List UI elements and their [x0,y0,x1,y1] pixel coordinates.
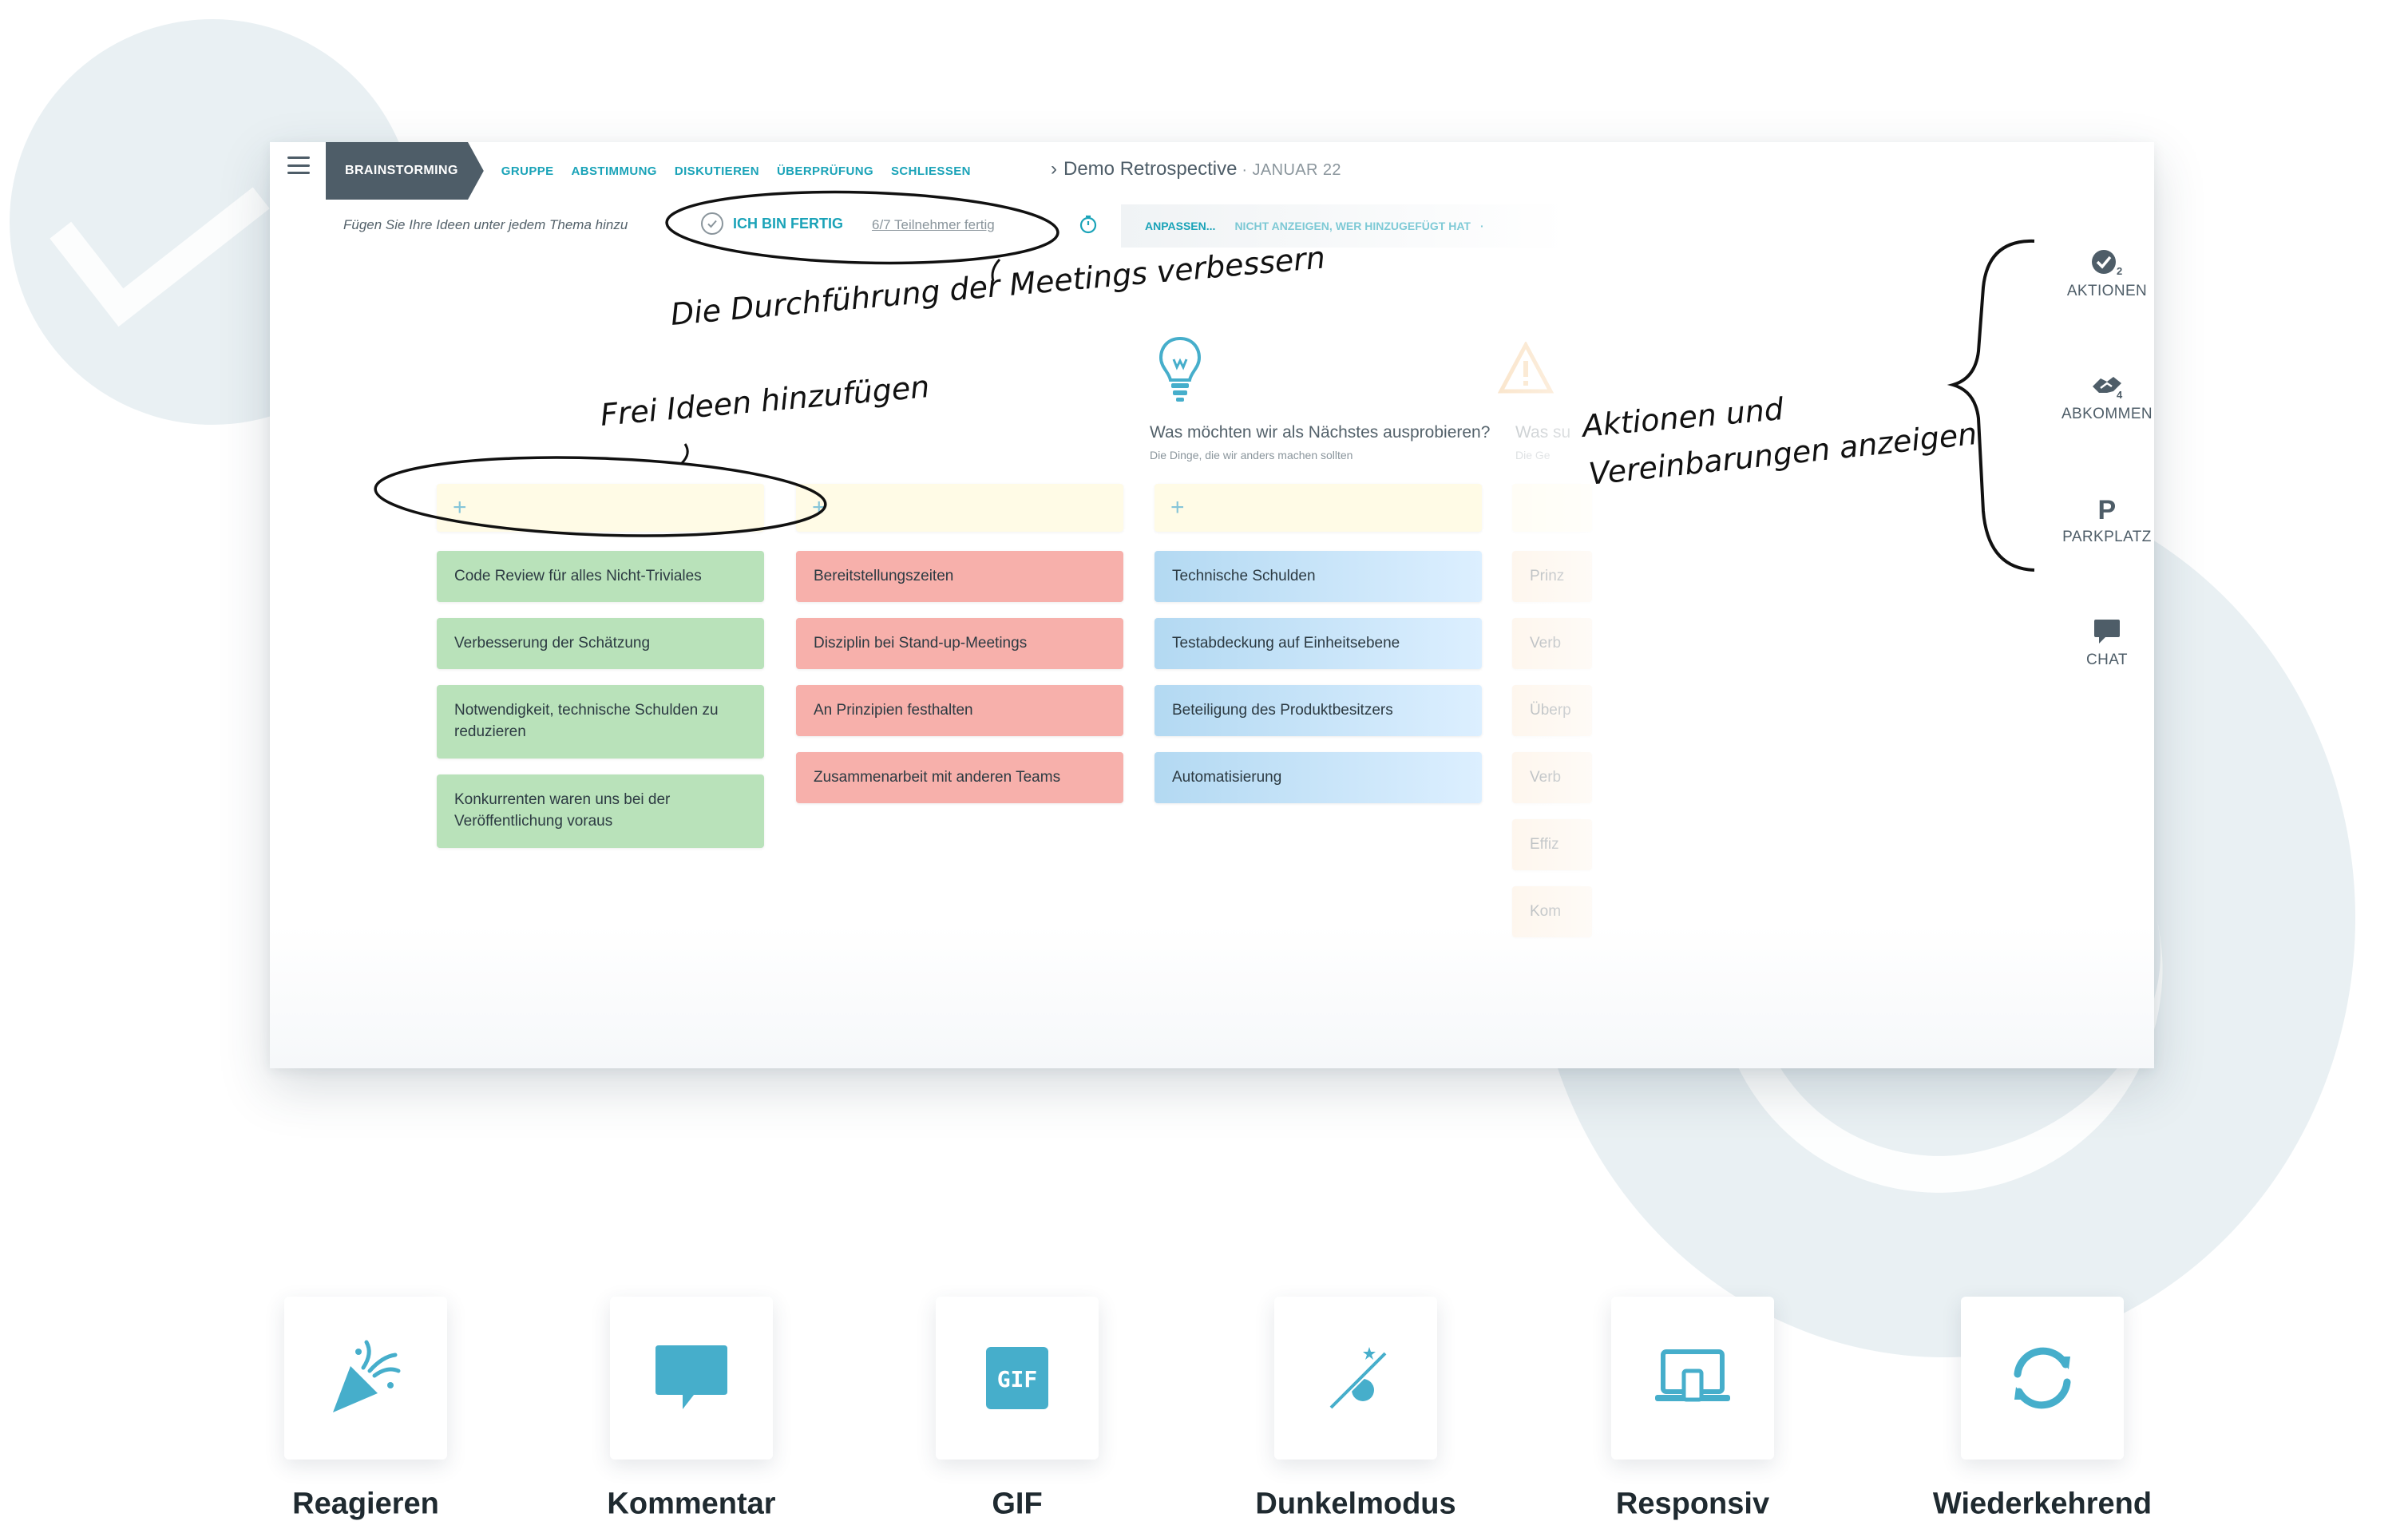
column-subtitle: Die Ge [1515,449,1551,461]
idea-card[interactable]: Testabdeckung auf Einheitsebene [1154,618,1482,669]
rail-actions[interactable]: 2 AKTIONEN [2060,249,2154,300]
feature-react-tile [284,1297,447,1460]
rail-agreements[interactable]: 4 ABKOMMEN [2060,372,2154,423]
add-idea-input[interactable]: + [796,484,1123,532]
idea-card[interactable]: Automatisierung [1154,752,1482,803]
idea-card[interactable]: Notwendigkeit, technische Schulden zu re… [437,685,764,759]
meeting-date-separator: · [1242,161,1248,179]
agreements-badge: 4 [2117,389,2123,399]
meeting-date: JANUAR 22 [1252,161,1341,179]
actions-badge: 2 [2117,265,2123,276]
idea-card[interactable]: An Prinzipien festhalten [796,685,1123,736]
feature-label: GIF [992,1487,1043,1521]
idea-card[interactable]: Code Review für alles Nicht-Triviales [437,551,764,602]
feature-label: Dunkelmodus [1255,1487,1456,1521]
timer-icon[interactable] [1078,214,1099,235]
recurring-icon [2014,1347,2071,1409]
meeting-title[interactable]: › Demo Retrospective · JANUAR 22 [1051,158,1341,180]
svg-text:GIF: GIF [997,1366,1038,1392]
handshake-icon: 4 [2093,377,2123,399]
idea-card[interactable]: Kom [1512,886,1592,937]
add-idea-input[interactable]: + [1154,484,1482,532]
gif-icon: GIF [986,1347,1048,1409]
party-popper-icon [333,1340,401,1412]
idea-card[interactable]: Zusammenarbeit mit anderen Teams [796,752,1123,803]
idea-card[interactable]: Verbesserung der Schätzung [437,618,764,669]
participants-status[interactable]: 6/7 Teilnehmer fertig [872,217,995,232]
instruction-text: Fügen Sie Ihre Ideen unter jedem Thema h… [343,217,628,232]
check-circle-icon [701,212,723,235]
meeting-settings-bar: ANPASSEN... NICHT ANZEIGEN, WER HINZUGEF… [1121,204,1568,248]
feature-recurring-tile [1961,1297,2124,1460]
feature-darkmode-tile [1274,1297,1437,1460]
rail-label: PARKPLATZ [2062,529,2152,545]
tab-gruppe[interactable]: GRUPPE [501,164,554,178]
idea-card[interactable]: Verb [1512,752,1592,803]
chevron-right-icon: › [1051,158,1057,180]
rail-parking-lot[interactable]: P PARKPLATZ [2060,495,2154,546]
feature-label: Wiederkehrend [1932,1487,2153,1521]
warning-icon [1498,342,1554,394]
idea-card[interactable]: Disziplin bei Stand-up-Meetings [796,618,1123,669]
responsive-icon [1655,1349,1730,1402]
hide-author-toggle[interactable]: NICHT ANZEIGEN, WER HINZUGEFÜGT HAT [1234,220,1471,232]
feature-label: Responsiv [1615,1487,1770,1521]
tab-schliessen[interactable]: SCHLIESSEN [891,164,971,178]
rail-chat[interactable]: CHAT [2060,618,2154,669]
settings-separator: · [1479,220,1484,232]
done-button[interactable]: ICH BIN FERTIG [701,212,843,235]
idea-card[interactable]: Effiz [1512,819,1592,870]
comment-icon [655,1345,727,1409]
plus-icon: + [812,494,826,521]
svg-text:P: P [2097,495,2116,522]
menu-icon[interactable] [287,156,310,174]
tab-ueberpruefung[interactable]: ÜBERPRÜFUNG [776,164,874,178]
bottom-fade-overlay [270,925,2154,1068]
feature-responsive-tile [1611,1297,1774,1460]
idea-card[interactable]: Technische Schulden [1154,551,1482,602]
plus-icon: + [1170,494,1185,521]
idea-card[interactable]: Verb [1512,618,1592,669]
lightbulb-icon [1158,336,1202,402]
feature-comment-tile [610,1297,773,1460]
idea-card[interactable]: Bereitstellungszeiten [796,551,1123,602]
phase-navigation: BRAINSTORMING GRUPPE ABSTIMMUNG DISKUTIE… [326,142,971,200]
idea-card[interactable]: Überp [1512,685,1592,736]
column-subtitle: Die Dinge, die wir anders machen sollten [1150,449,1353,461]
customize-link[interactable]: ANPASSEN... [1145,220,1216,232]
idea-card[interactable]: Beteiligung des Produktbesitzers [1154,685,1482,736]
add-idea-input[interactable] [1512,484,1592,532]
check-circle-icon: 2 [2092,250,2123,276]
dark-mode-icon [1329,1347,1388,1410]
rail-label: ABKOMMEN [2061,406,2153,422]
rail-label: CHAT [2086,652,2128,668]
feature-label: Kommentar [607,1487,776,1521]
idea-card[interactable]: Prinz [1512,551,1592,602]
done-label: ICH BIN FERTIG [733,215,843,232]
plus-icon: + [453,494,467,521]
tab-abstimmung[interactable]: ABSTIMMUNG [571,164,657,178]
chat-icon [2094,620,2120,644]
tab-brainstorming[interactable]: BRAINSTORMING [326,142,484,200]
meeting-name: Demo Retrospective [1063,158,1238,180]
add-idea-input[interactable]: + [437,484,764,532]
column-title: Was möchten wir als Nächstes ausprobiere… [1150,423,1491,442]
feature-gif-tile: GIF [936,1297,1099,1460]
parking-icon: P [2097,495,2116,522]
column-title: Was su [1515,423,1571,442]
idea-card[interactable]: Konkurrenten waren uns bei der Veröffent… [437,774,764,848]
tab-diskutieren[interactable]: DISKUTIEREN [674,164,759,178]
feature-label: Reagieren [292,1487,439,1521]
rail-label: AKTIONEN [2066,283,2148,299]
